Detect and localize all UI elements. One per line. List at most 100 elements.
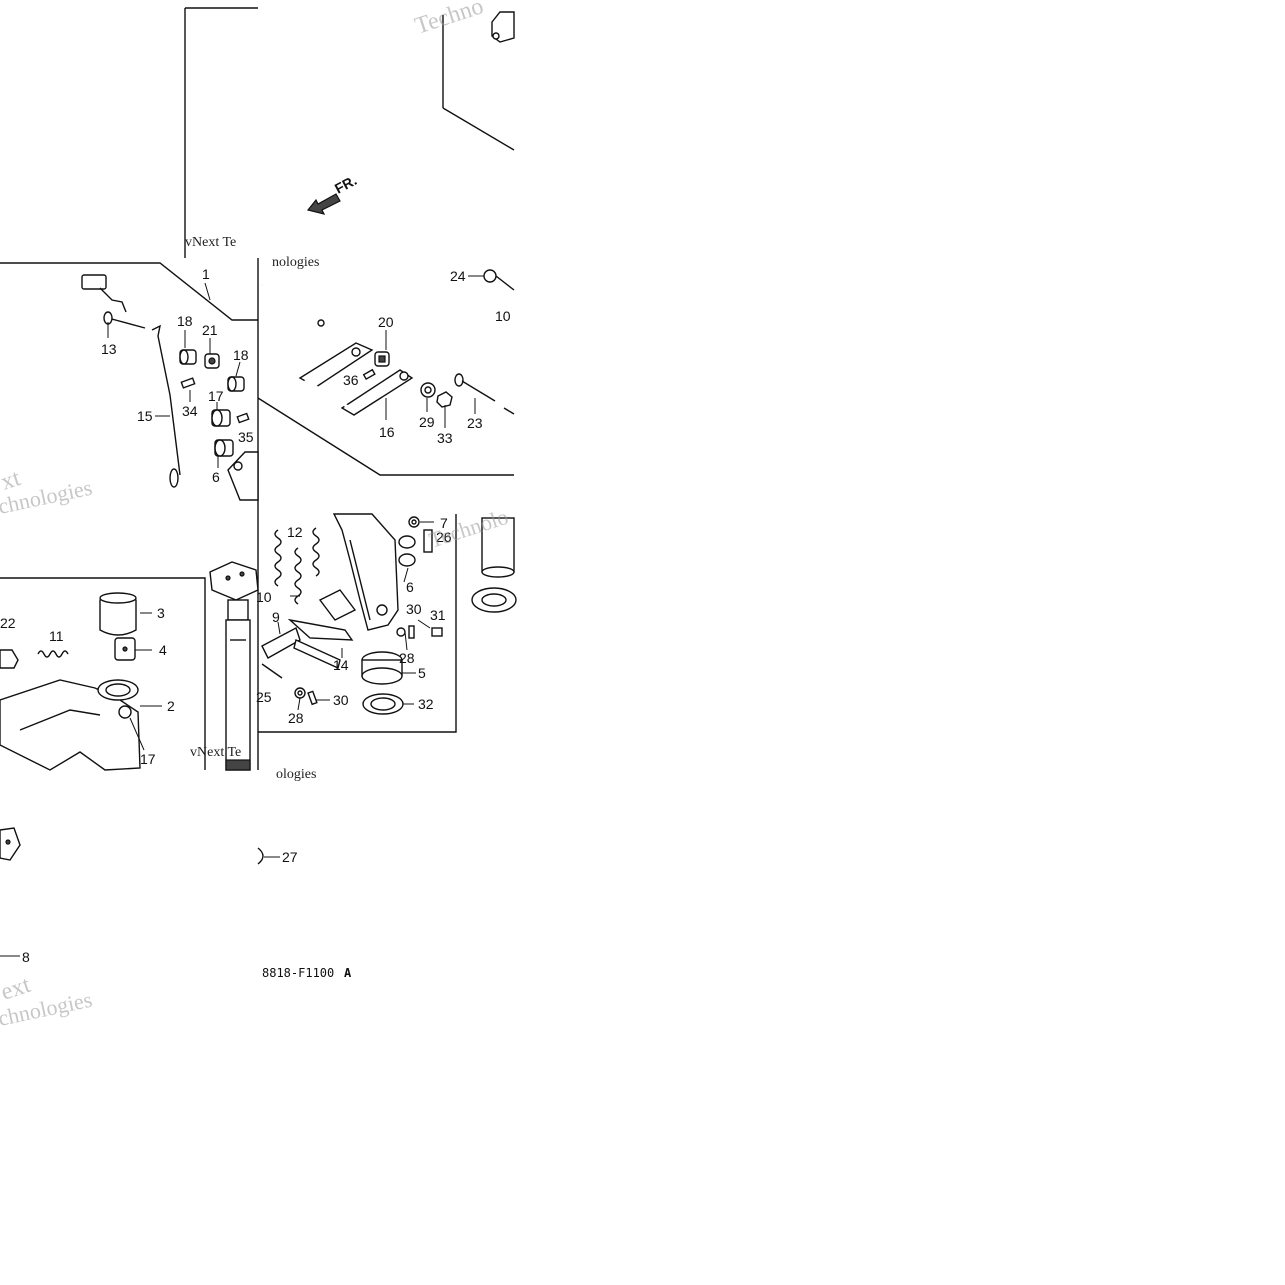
callout-23: 23 (467, 415, 483, 431)
callout-2: 2 (167, 698, 175, 714)
part-28-washers (294, 627, 406, 699)
part-27-clip (257, 847, 264, 865)
callout-36: 36 (343, 372, 359, 388)
part-18-collar (179, 349, 197, 365)
panel-frames (0, 7, 515, 770)
callout-15: 15 (137, 408, 153, 424)
callout-31: 31 (430, 607, 446, 623)
shaft-long (261, 283, 325, 327)
part-23-bolt (454, 373, 496, 402)
watermark-top-right: Techno (412, 0, 487, 40)
callout-32: 32 (418, 696, 434, 712)
part-16-swivel-link (298, 342, 414, 416)
tilt-bracket (318, 513, 399, 631)
part-32-seal (362, 693, 404, 715)
callout-numbers: 24 10 1 20 36 16 29 33 23 13 18 21 18 15… (0, 266, 511, 965)
callout-20: 20 (378, 314, 394, 330)
direction-label: FR. (332, 172, 359, 197)
front-direction-arrow: FR. (306, 172, 359, 215)
callout-3: 3 (157, 605, 165, 621)
part-6-bushing (214, 439, 234, 457)
watermark-3a: vNext Te (190, 745, 241, 760)
bracket-fragment (227, 451, 259, 501)
part-22-bracket (0, 649, 19, 669)
callout-24: 24 (450, 268, 466, 284)
callout-6-right: 6 (406, 579, 414, 595)
callout-12: 12 (287, 524, 303, 540)
callout-13: 13 (101, 341, 117, 357)
part-13-bracket (81, 274, 146, 329)
part-18b-collar (227, 376, 245, 392)
watermark-1b: nologies (272, 255, 319, 270)
part-21-clip (204, 353, 220, 369)
part-33-nut (436, 391, 453, 408)
callout-34: 34 (182, 403, 198, 419)
part-15-rod (151, 324, 181, 488)
callout-5: 5 (418, 665, 426, 681)
callout-17-top: 17 (208, 388, 224, 404)
callout-22: 22 (0, 615, 16, 631)
callout-7: 7 (440, 515, 448, 531)
part-6b-bushing (398, 535, 416, 567)
callout-9: 9 (272, 609, 280, 625)
callout-10-bottom: 10 (256, 589, 272, 605)
callout-35: 35 (238, 429, 254, 445)
part-14-arm (293, 639, 341, 669)
part-36-pin (362, 368, 376, 381)
part-29-washer (420, 382, 436, 398)
callout-8: 8 (22, 949, 30, 965)
callout-29: 29 (419, 414, 435, 430)
lower-bracket-fragment (0, 827, 21, 861)
part-31-grease-nipple (431, 627, 443, 637)
part-2-swivel-case (0, 679, 141, 771)
part-9-plate (261, 618, 354, 659)
part-3-sleeve (99, 592, 137, 636)
callout-18-right: 18 (233, 347, 249, 363)
watermark-3b: ologies (276, 767, 316, 782)
reference-code: 8818-F1100 A (262, 966, 352, 980)
part-20-clip (374, 351, 390, 367)
callout-16: 16 (379, 424, 395, 440)
part-11-spring (37, 650, 69, 658)
callout-28-top: 28 (399, 650, 415, 666)
reference-code-text: 8818-F1100 (262, 966, 334, 980)
part-35-pin (236, 412, 250, 424)
edge-washer (471, 587, 517, 613)
callout-28-bottom: 28 (288, 710, 304, 726)
part-17-collar (211, 409, 231, 427)
callout-21: 21 (202, 322, 218, 338)
callout-33: 33 (437, 430, 453, 446)
callout-30-bottom: 30 (333, 692, 349, 708)
part-edge-fragment (503, 407, 515, 415)
edge-sleeve (481, 517, 515, 578)
callout-17-bottom: 17 (140, 751, 156, 767)
part-34-pin (180, 377, 196, 389)
watermark-2a: xt (0, 465, 24, 496)
callout-27: 27 (282, 849, 298, 865)
part-4-plate (114, 637, 136, 661)
reference-code-suffix: A (344, 966, 352, 980)
watermark-1a: vNext Te (185, 235, 236, 250)
callout-25: 25 (256, 689, 272, 705)
top-bracket-fragment (491, 11, 515, 43)
leader-lines (107, 275, 484, 858)
part-7-spring (408, 516, 420, 528)
part-25-pin (261, 663, 283, 679)
callout-30-top: 30 (406, 601, 422, 617)
part-5-bushing (361, 651, 403, 685)
part-12-springs (274, 527, 320, 605)
callout-14: 14 (333, 657, 349, 673)
callout-6-left: 6 (212, 469, 220, 485)
callout-26: 26 (436, 529, 452, 545)
callout-4: 4 (159, 642, 167, 658)
steering-shaft (209, 561, 259, 771)
callout-1: 1 (202, 266, 210, 282)
callout-10-top: 10 (495, 308, 511, 324)
part-26-bolt (423, 529, 433, 553)
part-30-pins (307, 625, 415, 706)
watermarks: Techno vNext Te nologies xt chnologies v… (0, 0, 511, 1031)
callout-11: 11 (49, 628, 64, 644)
callout-18-left: 18 (177, 313, 193, 329)
part-24-bolt (483, 269, 515, 291)
